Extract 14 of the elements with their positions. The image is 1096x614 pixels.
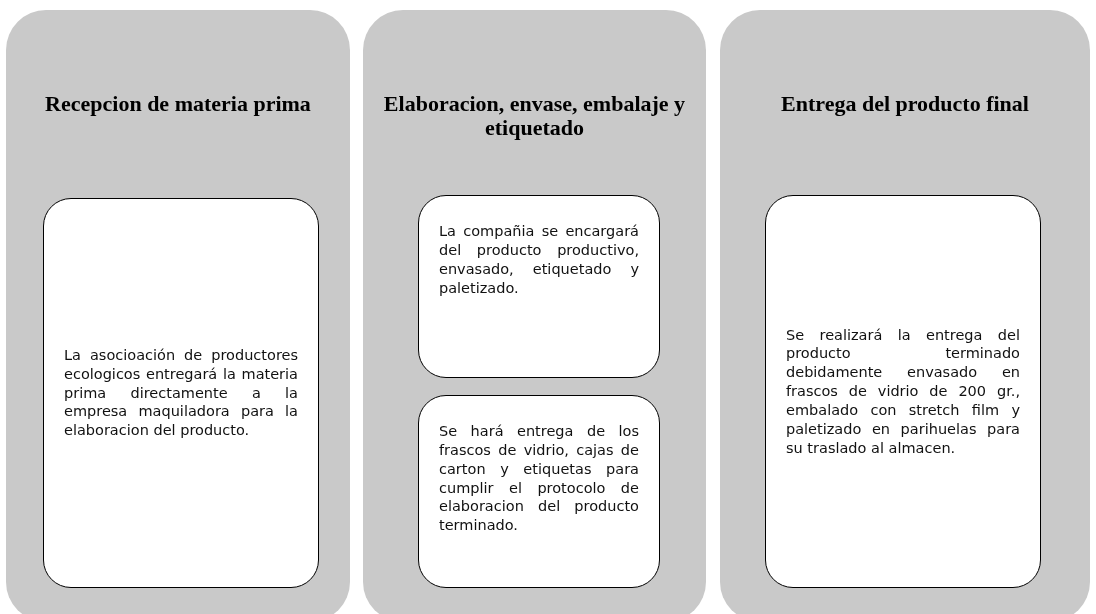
stage-title: Elaboracion, envase, embalaje y etiquetado — [382, 92, 687, 141]
description-text: La asocioación de productores ecologicos entregará la materia prima directamente a la empresa maquiladora para la elaboracion del producto. — [64, 345, 298, 441]
stage-panel — [720, 10, 1090, 614]
stage-title: Entrega del producto final — [780, 92, 1030, 117]
description-box — [418, 195, 660, 378]
stage-title: Recepcion de materia prima — [44, 92, 312, 117]
description-text: Se hará entrega de los frascos de vidrio, cajas de carton y etiquetas para cumplir el protocolo de elaboracion del producto terminado. — [439, 422, 639, 536]
description-text: La compañia se encargará del producto productivo, envasado, etiquetado y paletizado. — [439, 222, 639, 298]
stage-panel — [363, 10, 706, 614]
description-text: Se realizará la entrega del producto terminado debidamente envasado en frascos de vidrio de 200 gr., embalado con stretch film y paletizado en parihuelas para su traslado al almacen. — [786, 325, 1020, 458]
description-box — [765, 195, 1041, 588]
stage-panel — [6, 10, 350, 614]
description-box — [43, 198, 319, 588]
description-box — [418, 395, 660, 588]
